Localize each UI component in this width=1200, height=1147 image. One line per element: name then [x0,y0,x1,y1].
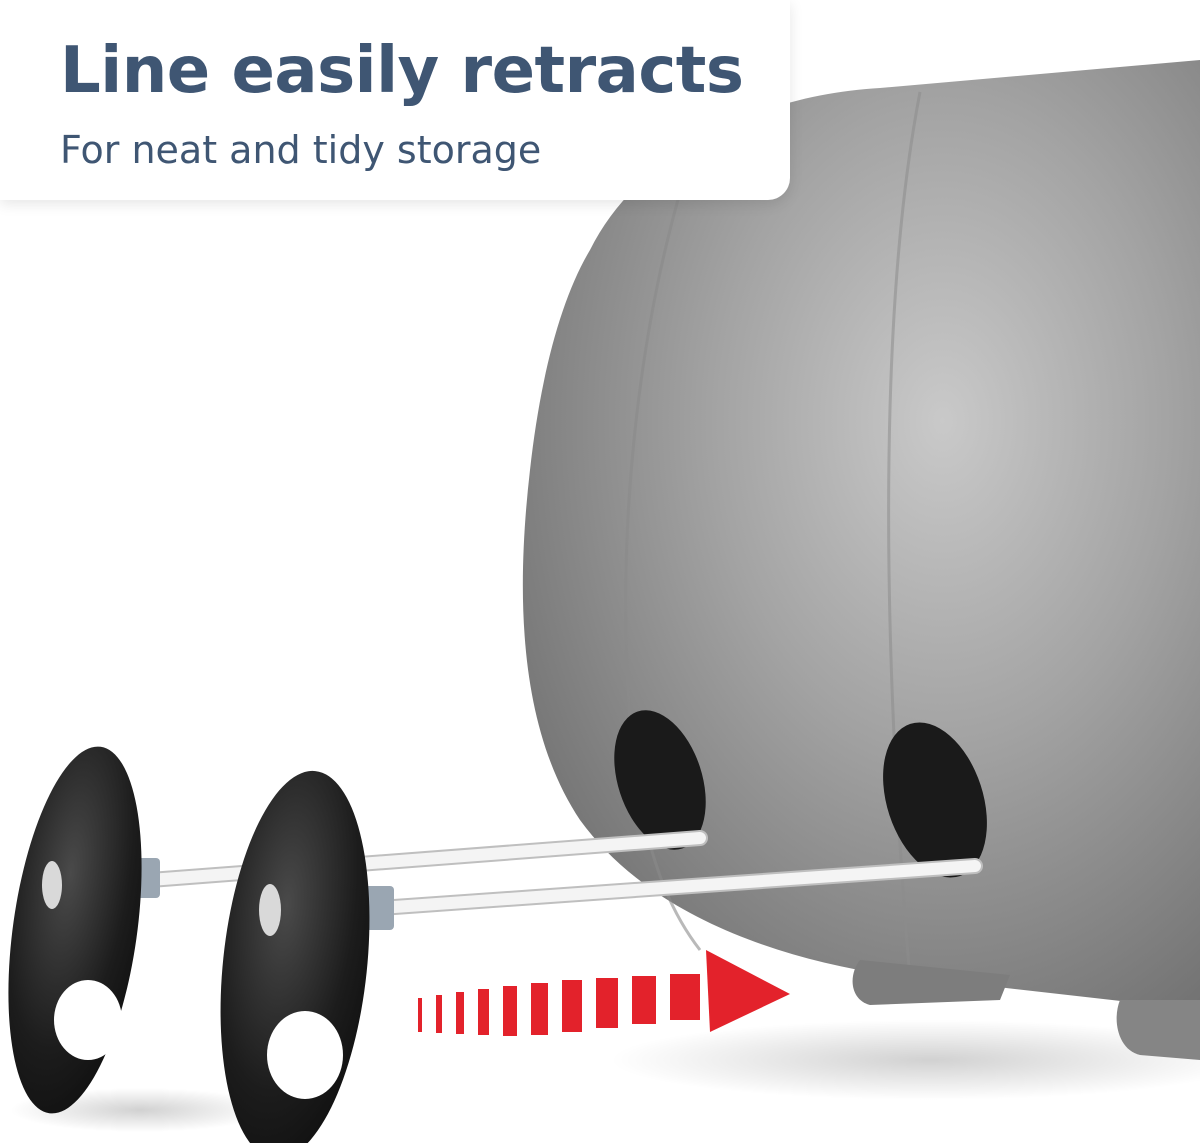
headline-card: Line easily retracts For neat and tidy s… [0,0,790,200]
line-handle-icon [220,770,394,1147]
headline-title: Line easily retracts [60,34,744,108]
reel-icon [522,60,1200,1060]
retract-arrow-icon [418,950,790,1036]
reel-shadow [610,1020,1200,1100]
headline-subtitle: For neat and tidy storage [60,128,542,172]
line-handle-icon [8,746,160,1114]
